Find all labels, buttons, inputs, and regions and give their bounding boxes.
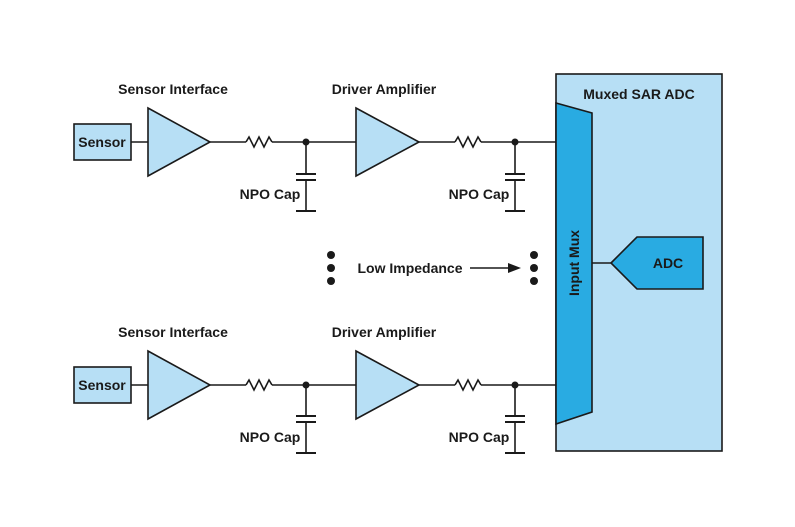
driver-amp-icon-2 (355, 349, 421, 421)
adc-label: ADC (653, 255, 683, 271)
input-mux-label: Input Mux (566, 230, 582, 296)
npo-cap-label-1b: NPO Cap (449, 186, 510, 202)
channel-1: Sensor Interface Driver Amplifier Sensor… (73, 81, 556, 212)
sensor-interface-amp-icon-1 (147, 106, 212, 178)
driver-amp-icon-1 (355, 106, 421, 178)
resistor-icon-1a (245, 135, 273, 149)
resistor-icon-1b (454, 135, 482, 149)
driver-amplifier-label-1: Driver Amplifier (332, 81, 437, 97)
resistor-icon-2a (245, 378, 273, 392)
npo-cap-label-2a: NPO Cap (240, 429, 301, 445)
sensor-interface-label-1: Sensor Interface (118, 81, 228, 97)
adc-block-icon (609, 236, 704, 290)
resistor-icon-2b (454, 378, 482, 392)
low-impedance-label: Low Impedance (357, 260, 462, 276)
npo-cap-label-2b: NPO Cap (449, 429, 510, 445)
sensor-interface-label-2: Sensor Interface (118, 324, 228, 340)
vertical-ellipsis-icon (327, 251, 335, 285)
driver-amplifier-label-2: Driver Amplifier (332, 324, 437, 340)
sensor-label-1: Sensor (78, 134, 126, 150)
sensor-label-2: Sensor (78, 377, 126, 393)
npo-cap-label-1a: NPO Cap (240, 186, 301, 202)
sensor-interface-amp-icon-2 (147, 349, 212, 421)
sensor-box-2 (73, 366, 132, 404)
channel-2: Sensor Interface Driver Amplifier Sensor… (73, 324, 556, 454)
input-mux-icon (555, 101, 593, 426)
arrow-right-icon (470, 263, 521, 273)
adc-box-title: Muxed SAR ADC (583, 86, 695, 102)
sensor-box-1 (73, 123, 132, 161)
vertical-ellipsis-icon (530, 251, 538, 285)
